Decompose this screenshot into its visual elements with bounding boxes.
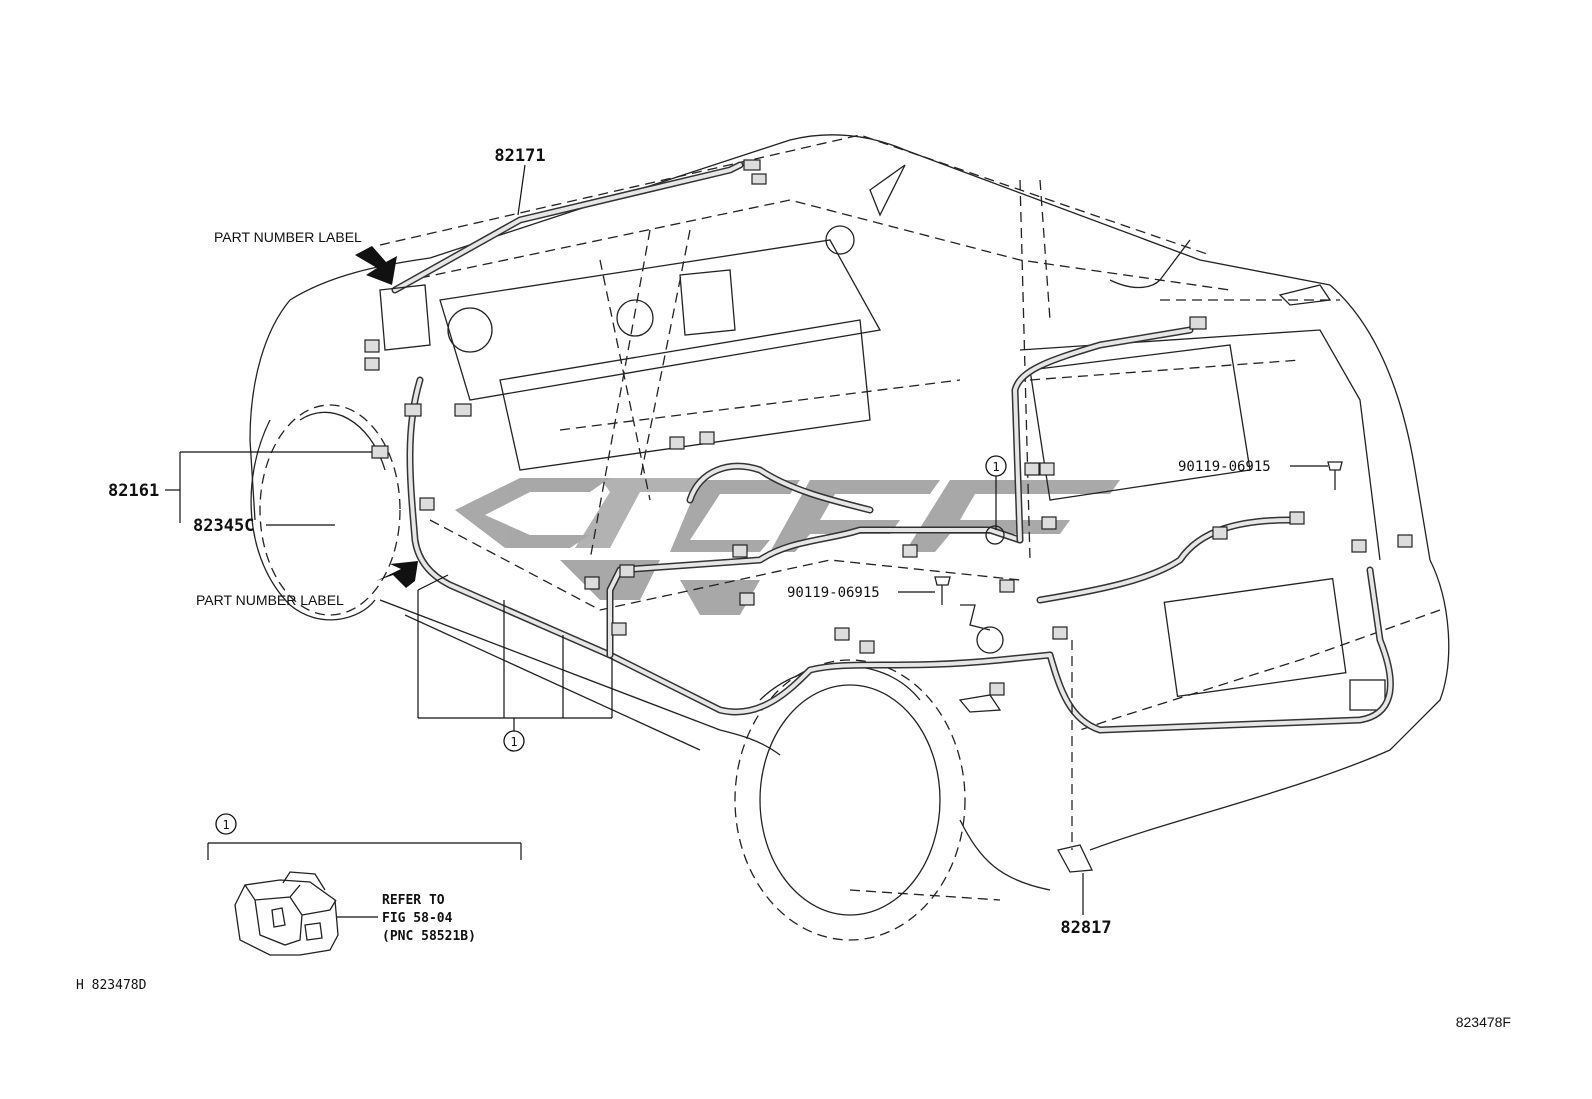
refer-line-2: FIG 58-04 xyxy=(382,911,453,926)
grommet-82817 xyxy=(1057,640,1093,873)
marker-label-rear: 1 xyxy=(992,460,999,474)
code-bottom-right: 823478F xyxy=(1456,1014,1511,1030)
marker-label-detail: 1 xyxy=(222,818,229,832)
marker-circle-floor xyxy=(503,730,525,752)
clip-detail-illustration xyxy=(234,871,339,956)
leader-lines xyxy=(165,164,1328,918)
vehicle-body xyxy=(249,134,1450,941)
arrow-icon-top xyxy=(355,246,397,285)
refer-line-1: REFER TO xyxy=(382,893,445,908)
label-90119-floor: 90119-06915 xyxy=(787,585,880,601)
label-90119-rear: 90119-06915 xyxy=(1178,459,1271,475)
bolt-icon-rear xyxy=(1327,461,1343,490)
bolt-icon-floor xyxy=(934,576,951,605)
marker-circle-detail xyxy=(215,813,237,835)
label-part-number-top: PART NUMBER LABEL xyxy=(214,229,362,245)
label-82817: 82817 xyxy=(1060,918,1111,938)
harness-82171 xyxy=(379,159,767,351)
code-bottom-left: H 823478D xyxy=(76,978,147,993)
marker-circle-rear xyxy=(985,455,1007,477)
label-82171: 82171 xyxy=(494,146,545,166)
refer-line-3: (PNC 58521B) xyxy=(382,929,476,944)
label-82161: 82161 xyxy=(108,481,159,501)
marker-label-floor: 1 xyxy=(510,735,517,749)
arrow-icon-bottom xyxy=(376,561,418,588)
label-part-number-bottom: PART NUMBER LABEL xyxy=(196,592,344,608)
harness-82161 xyxy=(364,316,1413,734)
label-82345c: 82345C xyxy=(193,516,254,536)
